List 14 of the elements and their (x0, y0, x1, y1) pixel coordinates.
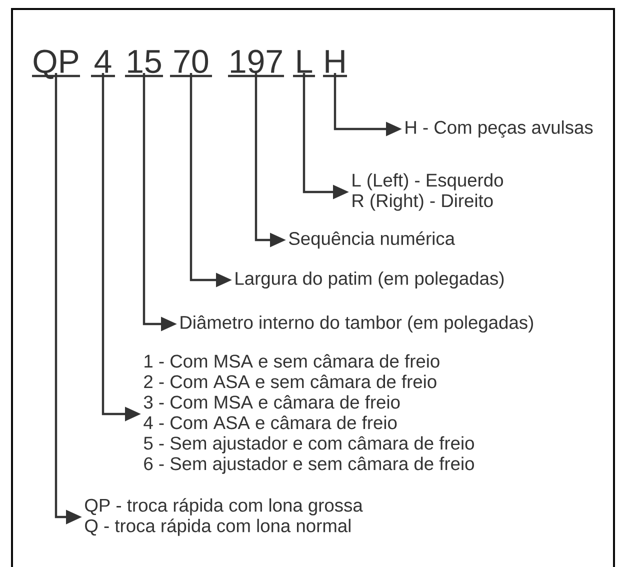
code-segment: L (293, 50, 315, 78)
description-text: QP - troca rápida com lona grossa Q - troca rápida com lona normal (85, 498, 363, 536)
code-segment: QP (32, 50, 80, 80)
description-text: L (Left) - Esquerdo R (Right) - Direito (352, 173, 503, 211)
description-text: Diâmetro interno do tambor (em polegadas) (180, 315, 533, 333)
code-segment: 15 (125, 50, 163, 78)
description-list: 1 - Com MSA e sem câmara de freio 2 - Com ASA e sem câmara de freio 3 - Com MSA e câmara de freio 4 - Com ASA e câmara de freio 5 - Sem ajustador e com câmara de freio 6 - Sem ajustador e sem câmara de freio (144, 354, 474, 474)
description-text: Largura do patim (em polegadas) (236, 271, 504, 289)
code-segment: 197 (228, 50, 284, 78)
description-text: H - Com peças avulsas (406, 120, 593, 138)
code-segment: 70 (170, 50, 212, 78)
code-segment: H (323, 50, 347, 78)
code-segment: 4 (91, 50, 115, 78)
description-text: Sequência numérica (289, 231, 455, 249)
